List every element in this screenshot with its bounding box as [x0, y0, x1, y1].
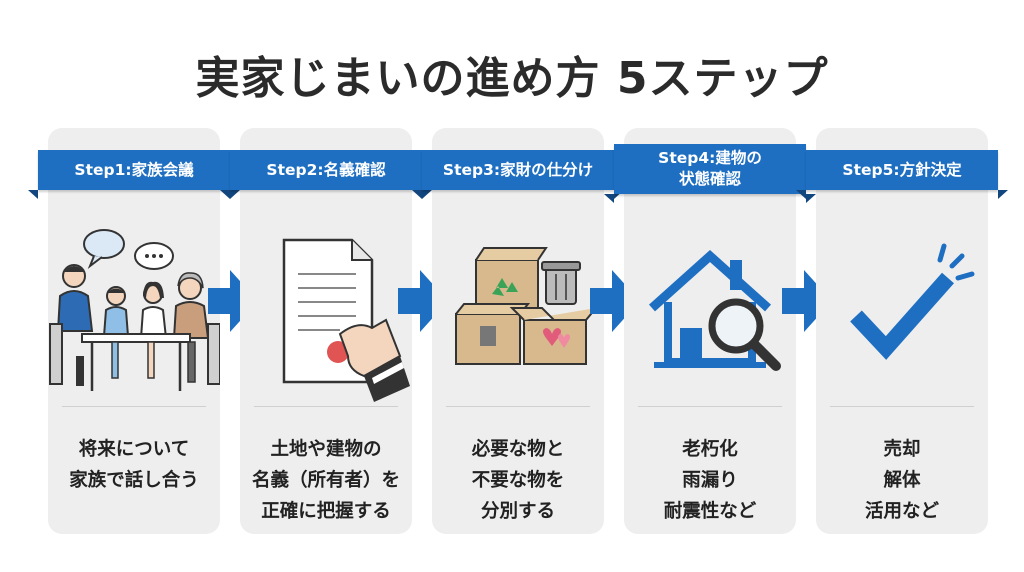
house-inspection-icon: [624, 216, 796, 416]
step-banner-1: Step1:家族会議: [28, 150, 240, 199]
step-label-2: Step2:名義確認: [266, 160, 386, 179]
step-card-3: Step3:家財の仕分け 必要な物と 不要な物を 分別する: [412, 128, 624, 534]
step-description-2: 土地や建物の 名義（所有者）を 正確に把握する: [251, 439, 400, 522]
step-banner-2: Step2:名義確認: [220, 150, 432, 199]
arrow-right-icon: [208, 270, 258, 332]
step-card-1: Step1:家族会議: [28, 128, 240, 534]
step-banner-4: Step4:建物の 状態確認: [604, 144, 816, 203]
step-label-3: Step3:家財の仕分け: [442, 160, 594, 179]
step-label-1: Step1:家族会議: [74, 160, 194, 179]
step-card-2: Step2:名義確認 土地や建物の 名義（所有者）を 正確に把握する: [220, 128, 432, 534]
boxes-sorting-icon: [432, 216, 604, 416]
step-divider-3: [446, 406, 590, 407]
document-seal-icon: [240, 216, 412, 416]
step-description-4: 老朽化 雨漏り 耐震性など: [663, 439, 757, 522]
step-description-3: 必要な物と 不要な物を 分別する: [471, 439, 565, 522]
page-title: 実家じまいの進め方 5ステップ: [195, 53, 829, 104]
arrow-right-icon: [398, 270, 448, 332]
step-label-5: Step5:方針決定: [842, 160, 962, 179]
family-meeting-icon: [48, 216, 221, 416]
arrow-right-icon: [782, 270, 832, 332]
step-banner-5: Step5:方針決定: [796, 150, 1008, 199]
step-card-4: Step4:建物の 状態確認 老朽化 雨漏り 耐震性など: [604, 128, 816, 534]
step-divider-2: [254, 406, 398, 407]
checkmark-icon: [816, 216, 988, 416]
step-divider-1: [62, 406, 206, 407]
step-card-5: Step5:方針決定 売却 解体 活用など: [796, 128, 1008, 534]
arrow-right-icon: [590, 270, 640, 332]
step-description-5: 売却 解体 活用など: [864, 439, 939, 522]
step-divider-4: [638, 406, 782, 407]
step-banner-3: Step3:家財の仕分け: [412, 150, 624, 199]
step-divider-5: [830, 406, 974, 407]
step-description-1: 将来について 家族で話し合う: [69, 439, 199, 491]
step-label-4: Step4:建物の 状態確認: [658, 149, 762, 188]
